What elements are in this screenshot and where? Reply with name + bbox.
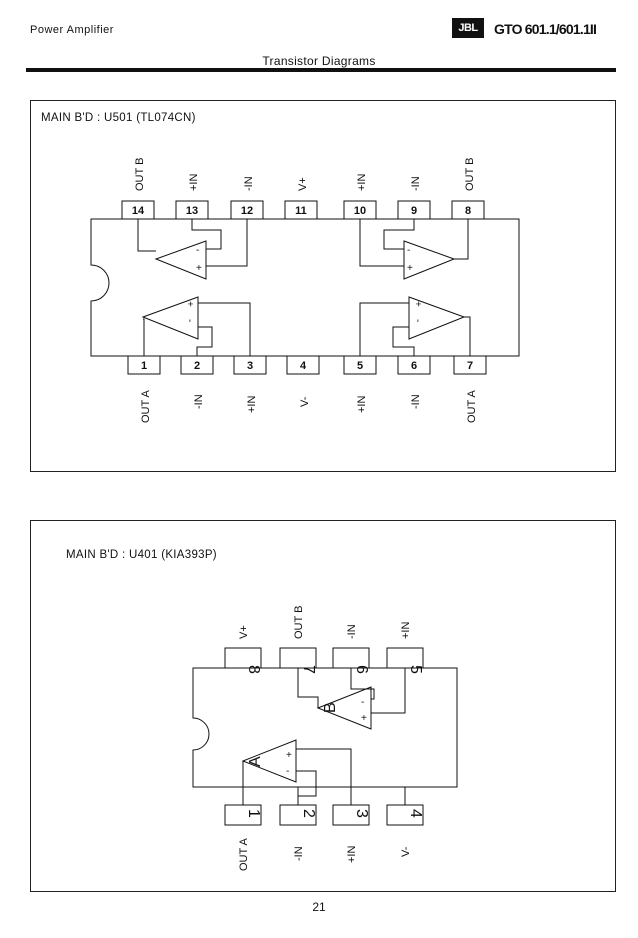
pin-label: OUT B: [464, 158, 476, 191]
section-title: Transistor Diagrams: [262, 54, 376, 68]
opamp-sign: +: [196, 263, 202, 274]
pin-label: +IN: [400, 622, 412, 639]
opamp-sign: +: [412, 301, 423, 307]
wire: [191, 219, 222, 250]
wire: [196, 326, 213, 356]
pin-label: OUT B: [134, 158, 146, 191]
pin-label: OUT A: [238, 838, 250, 871]
pin-label: V+: [297, 177, 309, 191]
wire: [359, 302, 409, 356]
pin-number: 6: [353, 665, 370, 674]
opamp-sign: -: [407, 245, 410, 256]
jbl-logo: JBL: [452, 18, 484, 38]
model-title: GTO 601.1/601.1II: [494, 21, 597, 37]
opamp-sign: +: [361, 713, 367, 724]
ic-body: [192, 667, 458, 788]
pin-number: 2: [194, 360, 200, 372]
header-category: Power Amplifier: [30, 24, 114, 36]
comparator-b: [316, 686, 372, 730]
opamp-sign: +: [407, 263, 413, 274]
pin-label: V-: [299, 396, 311, 407]
pin-number: 6: [411, 360, 417, 372]
pin-number: 12: [241, 205, 253, 217]
tl074-diagram: - + - + + - + - 14 13 12 11 10 9 8 1 2 3…: [90, 158, 520, 423]
pin-box-11: [284, 200, 318, 220]
pin-number: 5: [407, 665, 424, 674]
pin-number: 4: [407, 809, 424, 818]
opamp-sign: +: [184, 301, 195, 307]
pin-label: -IN: [293, 846, 305, 861]
wire: [296, 770, 317, 805]
pin-label: OUT A: [466, 390, 478, 423]
wire: [198, 302, 251, 356]
opamp-upper-left: [154, 240, 207, 280]
wire: [143, 318, 145, 356]
pin-number: 3: [353, 809, 370, 818]
pin-number: 1: [245, 809, 262, 818]
wire: [464, 316, 471, 356]
pin-number: 8: [465, 205, 471, 217]
pin-label: -IN: [410, 176, 422, 191]
wire: [206, 219, 248, 267]
pin-number: 8: [245, 665, 262, 674]
opamp-lower-right: [408, 296, 466, 340]
header-rule: [26, 68, 616, 72]
pin-number: 5: [357, 360, 363, 372]
pin-label: +IN: [188, 174, 200, 191]
pin-number: 10: [354, 205, 366, 217]
comparator-a-label: A: [247, 756, 264, 767]
comparator-b-label: B: [322, 702, 339, 713]
opamp-sign: +: [286, 750, 292, 761]
wire: [371, 668, 406, 714]
pin-box-4: [286, 355, 320, 375]
opamp-sign: -: [412, 319, 423, 322]
pin-number: 3: [247, 360, 253, 372]
opamp-sign: -: [184, 319, 195, 322]
pin-label: OUT A: [140, 390, 152, 423]
ic-body: [90, 218, 520, 357]
pin-label: -IN: [346, 624, 358, 639]
pin-number: 14: [132, 205, 145, 217]
pin-label: -IN: [193, 394, 205, 409]
wire: [296, 748, 352, 805]
opamp-sign: -: [196, 245, 199, 256]
opamp-sign: -: [361, 697, 364, 708]
pin-number: 2: [300, 809, 317, 818]
pin-label: +IN: [246, 396, 258, 413]
wire: [359, 219, 404, 267]
pin-number: 4: [300, 360, 307, 372]
panel-title: MAIN B'D : U401 (KIA393P): [66, 549, 217, 561]
wire: [137, 219, 156, 252]
panel-title: MAIN B'D : U501 (TL074CN): [41, 112, 196, 124]
opamp-lower-left: [141, 296, 199, 340]
wire: [392, 326, 415, 356]
pin-number: 1: [141, 360, 147, 372]
wire: [383, 219, 415, 250]
wire: [454, 219, 469, 260]
opamp-upper-right: [403, 240, 456, 280]
pin-number: 13: [186, 205, 198, 217]
comparator-a: [241, 739, 297, 783]
pin-number: 11: [295, 205, 307, 217]
pin-number: 7: [300, 665, 317, 674]
opamp-sign: -: [286, 766, 289, 777]
wire: [297, 668, 319, 708]
diagram-panel-u501: MAIN B'D : U501 (TL074CN): [30, 100, 616, 472]
pin-label: +IN: [356, 396, 368, 413]
pin-label: +IN: [356, 174, 368, 191]
pin-number: 7: [467, 360, 473, 372]
page-number: 21: [312, 900, 326, 914]
diagram-panel-u401: MAIN B'D : U401 (KIA393P): [30, 520, 616, 892]
pin-box-8: [224, 647, 262, 669]
pin-label: -IN: [410, 394, 422, 409]
pin-label: OUT B: [293, 606, 305, 639]
pin-label: V+: [238, 625, 250, 639]
pin-label: V-: [400, 846, 412, 857]
pin-label: -IN: [243, 176, 255, 191]
wire: [350, 668, 375, 700]
kia393-diagram: B A - + + - 8 7 6 5 1 2 3 4 V+ OUT B -IN…: [192, 606, 458, 871]
pin-label: +IN: [346, 846, 358, 863]
pin-number: 9: [411, 205, 417, 217]
